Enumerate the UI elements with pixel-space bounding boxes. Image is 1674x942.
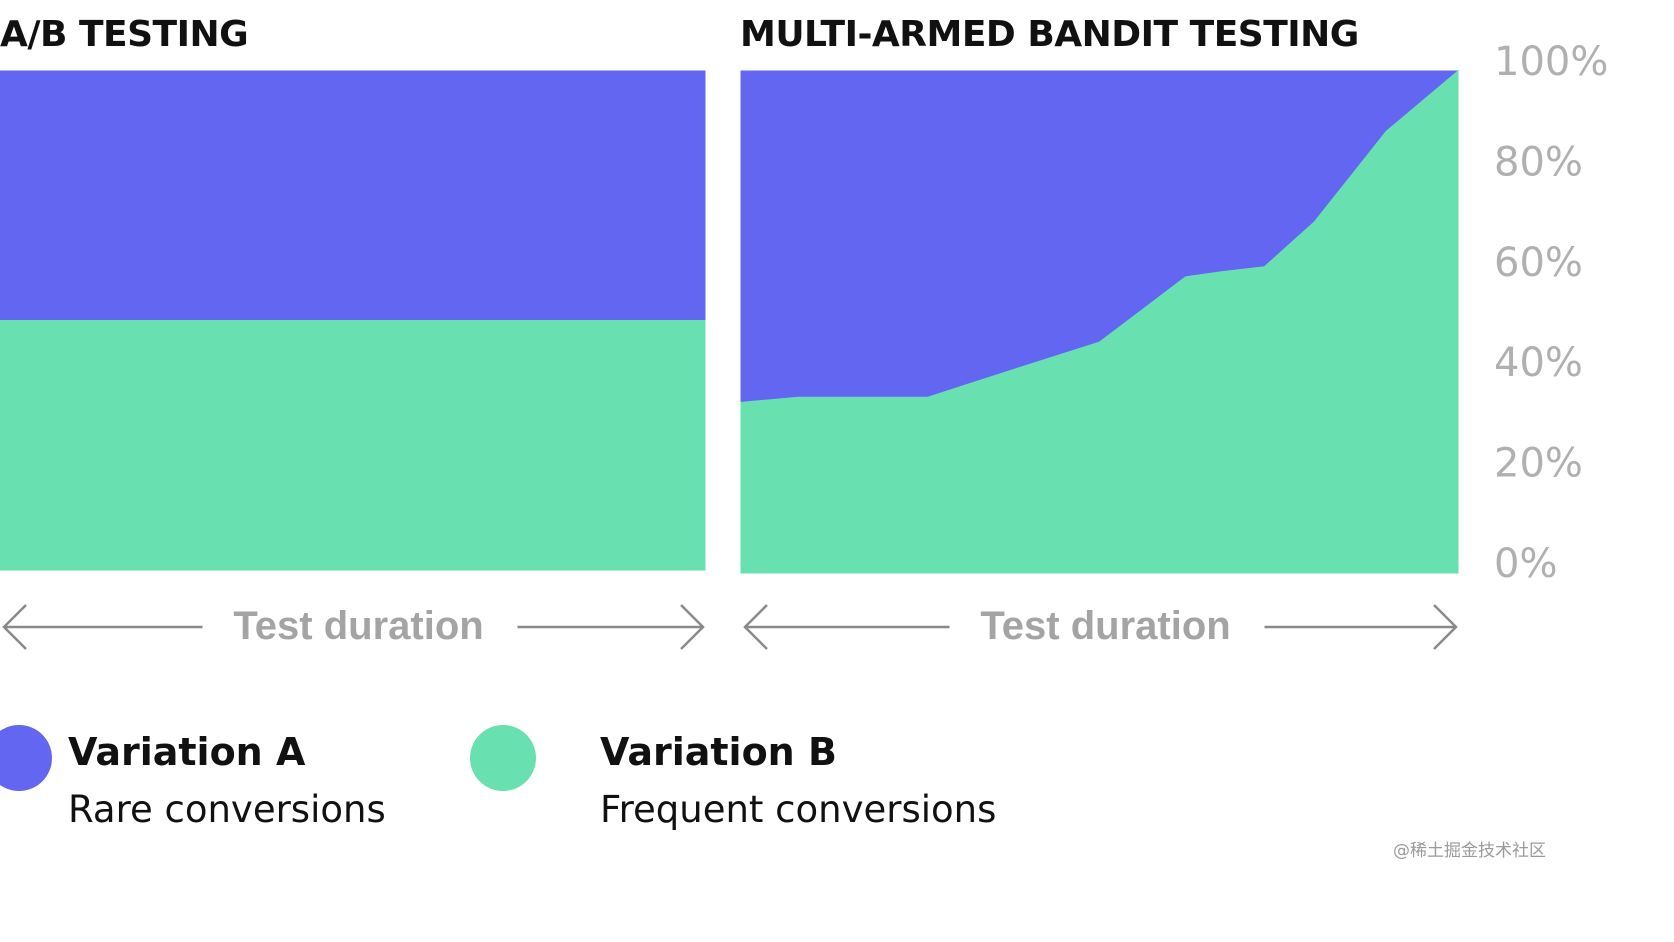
chart-title-mab: MULTI-ARMED BANDIT TESTING (740, 14, 1359, 55)
y-tick-label: 60% (1494, 240, 1583, 286)
y-tick-label: 0% (1494, 541, 1557, 587)
area-variation-b (740, 69, 1459, 574)
legend-desc-variation-a: Rare conversions (68, 788, 386, 831)
y-tick-label: 20% (1494, 441, 1583, 487)
plot-mab (740, 69, 1460, 574)
credit-watermark: @稀土掘金技术社区 (1393, 841, 1546, 861)
area-variation-a (0, 70, 706, 321)
arrow-right-head (1433, 604, 1458, 650)
duration-axis-ab: Test duration (2, 604, 705, 650)
arrow-right-head (680, 604, 705, 650)
charts-canvas: 0% 20% 40% 60% 80% 100% Test duration Test du… (0, 39, 1608, 650)
duration-axis-mab: Test duration (743, 604, 1458, 650)
y-tick-label: 40% (1494, 340, 1583, 386)
x-axis-label: Test duration (233, 604, 483, 648)
plot-ab (0, 70, 706, 571)
legend-desc-variation-b: Frequent conversions (600, 788, 997, 831)
x-axis-label: Test duration (980, 604, 1230, 648)
legend-dot-variation-b (470, 725, 536, 791)
legend-name-variation-b: Variation B (600, 730, 837, 774)
area-variation-b (0, 320, 706, 571)
y-axis-ticks: 0% 20% 40% 60% 80% 100% (1494, 39, 1608, 587)
chart-title-ab: A/B TESTING (0, 14, 249, 55)
y-tick-label: 80% (1494, 139, 1583, 185)
legend-name-variation-a: Variation A (68, 730, 306, 774)
legend-dot-variation-a (0, 725, 52, 791)
y-tick-label: 100% (1494, 39, 1608, 85)
